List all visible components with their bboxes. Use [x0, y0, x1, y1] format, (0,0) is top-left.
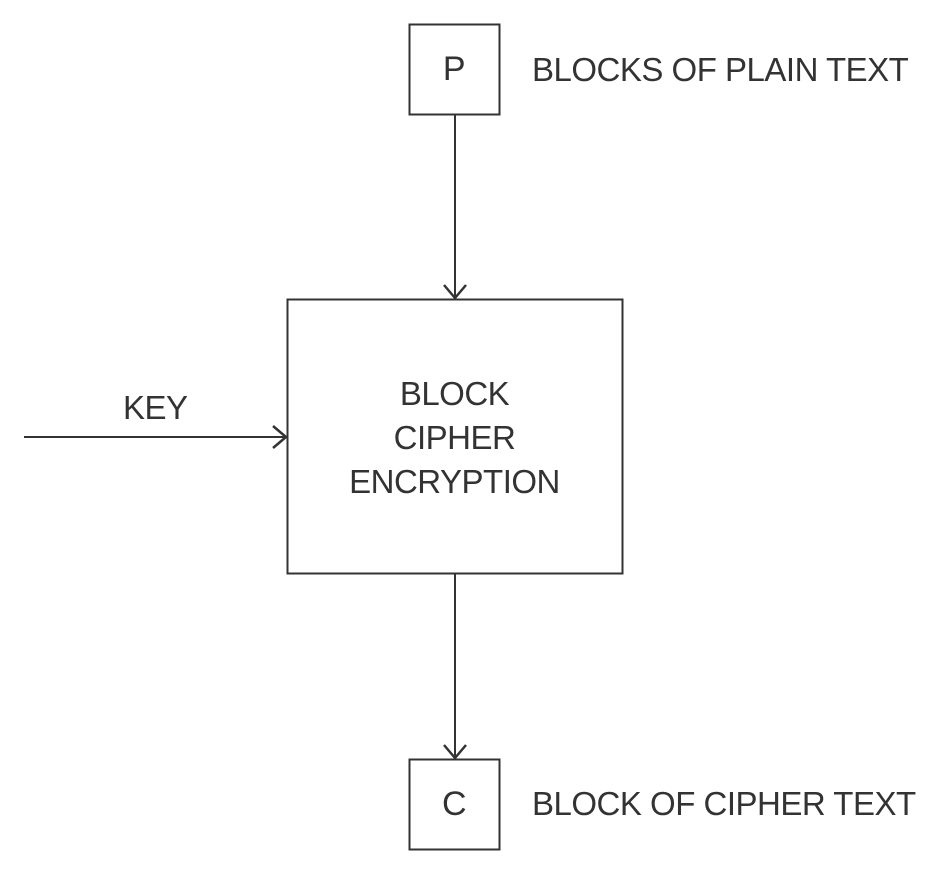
ciphertext-box	[408, 758, 501, 851]
ciphertext-label: BLOCK OF CIPHER TEXT	[532, 785, 916, 822]
plaintext-label: BLOCKS OF PLAIN TEXT	[532, 51, 909, 88]
plaintext-letter: P	[442, 50, 466, 88]
cipher-to-ciphertext-arrowhead	[443, 744, 467, 760]
plaintext-to-cipher-arrowhead	[443, 284, 467, 300]
plaintext-box	[408, 23, 501, 116]
block-cipher-label: BLOCK CIPHER ENCRYPTION	[287, 372, 622, 504]
key-label: KEY	[123, 389, 188, 426]
block-cipher-label-line-1: BLOCK	[399, 375, 510, 412]
ciphertext-letter: C	[441, 785, 467, 823]
block-cipher-label-line-2: CIPHER	[393, 419, 516, 456]
block-cipher-label-line-3: ENCRYPTION	[349, 463, 560, 500]
block-cipher-box	[286, 298, 624, 575]
key-arrowhead	[272, 425, 288, 449]
